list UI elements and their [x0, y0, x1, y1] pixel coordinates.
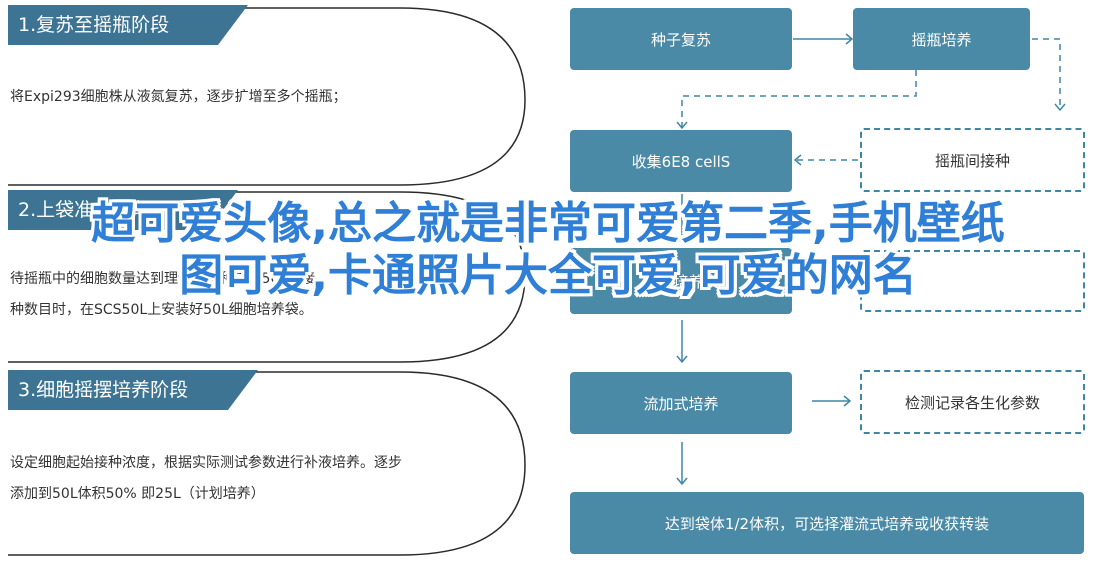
stage-1-outline [8, 7, 526, 186]
node-collect-cells-label: 收集6E8 cellS [631, 152, 731, 171]
node-transfer-bag: 转移培养袋 [570, 248, 792, 314]
node-flask-inoculation: 摇瓶间接种 [860, 128, 1085, 192]
node-transfer-bag-label: 转移培养袋 [643, 272, 719, 291]
stage-3-line-2: 添加到50L体积50% 即25L（计划培养） [10, 486, 265, 502]
stage-2-line-2: 种数目时，在SCS50L上安装好50L细胞培养袋。 [10, 302, 313, 318]
stage-1-title: 1.复苏至摇瓶阶段 [8, 5, 248, 45]
stage-3-line-1: 设定细胞起始接种浓度，根据实际测试参数进行补液培养。逐步 [10, 455, 402, 471]
node-record-params-label: 检测记录各生化参数 [904, 393, 1040, 412]
stage-2-line-1: 待摇瓶中的细胞数量达到理论值接种SCS50L的接 [10, 271, 316, 287]
stage-3-outline [8, 371, 526, 556]
node-final-step: 达到袋体1/2体积，可选择灌流式培养或收获转装 [570, 492, 1084, 554]
node-seed-revival-label: 种子复苏 [650, 30, 711, 49]
node-record-params: 检测记录各生化参数 [860, 370, 1085, 434]
node-flask-inoculation-label: 摇瓶间接种 [934, 151, 1010, 170]
node-placeholder-dashed [860, 250, 1085, 312]
stage-2-title-text: 2.上袋准备阶段 [18, 199, 151, 221]
stage-2-description: 待摇瓶中的细胞数量达到理论值接种SCS50L的接 种数目时，在SCS50L上安装… [10, 264, 315, 326]
stage-3-description: 设定细胞起始接种浓度，根据实际测试参数进行补液培养。逐步 添加到50L体积50%… [10, 448, 402, 510]
arrow-flask-to-collect [681, 70, 917, 128]
stage-3-title-text: 3.细胞摇摆培养阶段 [18, 379, 189, 401]
node-final-step-label: 达到袋体1/2体积，可选择灌流式培养或收获转装 [664, 514, 990, 533]
stage-1-title-text: 1.复苏至摇瓶阶段 [18, 14, 170, 36]
node-shake-flask-culture: 摇瓶培养 [853, 8, 1030, 70]
stage-1-description: 将Expi293细胞株从液氮复苏，逐步扩增至多个摇瓶； [10, 82, 347, 113]
node-flow-culture-label: 流加式培养 [643, 394, 719, 413]
node-seed-revival: 种子复苏 [570, 8, 792, 70]
node-flow-culture: 流加式培养 [570, 372, 792, 434]
stage-1-line-1: 将Expi293细胞株从液氮复苏，逐步扩增至多个摇瓶； [10, 89, 347, 105]
node-collect-cells: 收集6E8 cellS [570, 130, 792, 192]
stage-2-title: 2.上袋准备阶段 [8, 190, 238, 230]
arrow-flask-to-flask-inoc [1032, 38, 1061, 110]
stage-3-title: 3.细胞摇摆培养阶段 [8, 370, 258, 410]
node-shake-flask-culture-label: 摇瓶培养 [911, 30, 972, 49]
overlay-title: 超可爱头像,总之就是非常可爱第二季,手机壁纸图可爱,卡通照片大全可爱,可爱的网名 [91, 198, 1005, 301]
stage-2-outline [8, 191, 526, 363]
